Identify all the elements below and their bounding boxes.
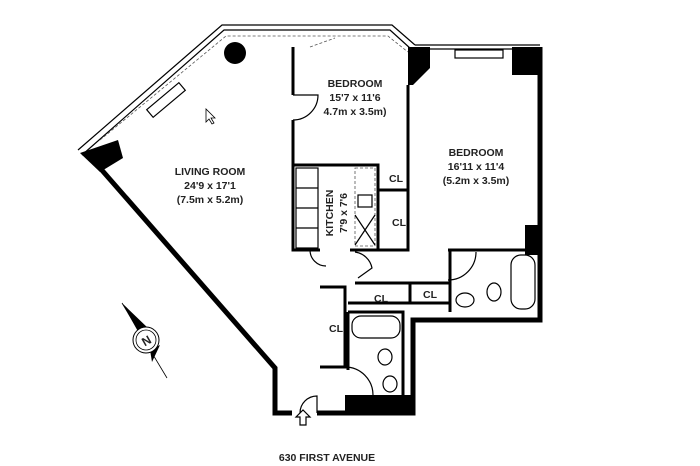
kitchen-name: KITCHEN [324, 190, 336, 237]
sink-icon [455, 292, 475, 308]
living-room-size-m: (7.5m x 5.2m) [177, 194, 244, 206]
bedroom-wall [291, 120, 320, 252]
wall-block [408, 47, 430, 85]
bedroom-wall [350, 85, 410, 252]
closet-wall [320, 285, 347, 369]
kitchen-fixtures [295, 167, 376, 249]
bedroom1-size-ft: 15'7 x 11'6 [329, 92, 380, 104]
toilet-icon [377, 348, 393, 366]
bedroom2-name: BEDROOM [449, 147, 504, 159]
door-bath2 [447, 251, 477, 281]
bedroom2-size-ft: 16'11 x 11'4 [448, 161, 505, 173]
window-wall-top [77, 24, 540, 156]
wall-block [512, 47, 540, 75]
entry-door [299, 395, 318, 414]
bedroom1-name: BEDROOM [328, 78, 383, 90]
door-bedroom [292, 94, 319, 121]
closet-label: CL [374, 293, 389, 305]
wall-block [345, 395, 413, 413]
mouse-cursor-icon [205, 108, 216, 125]
living-room-size-ft: 24'9 x 17'1 [184, 180, 236, 192]
bedroom2-size-m: (5.2m x 3.5m) [443, 175, 510, 187]
closet-label: CL [389, 173, 404, 185]
closet-label: CL [423, 289, 438, 301]
bathtub-icon [351, 315, 401, 339]
entry-arrow-icon [294, 409, 312, 426]
sink-icon [357, 194, 373, 208]
bath-wall [348, 310, 405, 395]
bath-fixtures [351, 254, 536, 393]
closet-label: CL [329, 323, 344, 335]
door-bath [344, 366, 374, 396]
outer-wall [98, 166, 292, 416]
bedroom1-size-m: 4.7m x 3.5m) [323, 106, 386, 118]
door-hall [354, 251, 373, 279]
address-label: 630 FIRST AVENUE [279, 452, 375, 464]
sink-icon [382, 375, 398, 393]
bathtub-icon [510, 254, 536, 310]
compass: N [121, 302, 168, 379]
door-kitchen [309, 249, 327, 267]
kitchen-size: 7'9 x 7'6 [338, 193, 350, 233]
heater [145, 81, 187, 119]
closet-label: CL [392, 217, 407, 229]
wall-block [80, 140, 123, 172]
kitchen-wall [293, 163, 380, 250]
toilet-icon [486, 282, 502, 302]
column [224, 42, 246, 64]
wall-block [525, 225, 540, 255]
living-room-name: LIVING ROOM [175, 166, 246, 178]
